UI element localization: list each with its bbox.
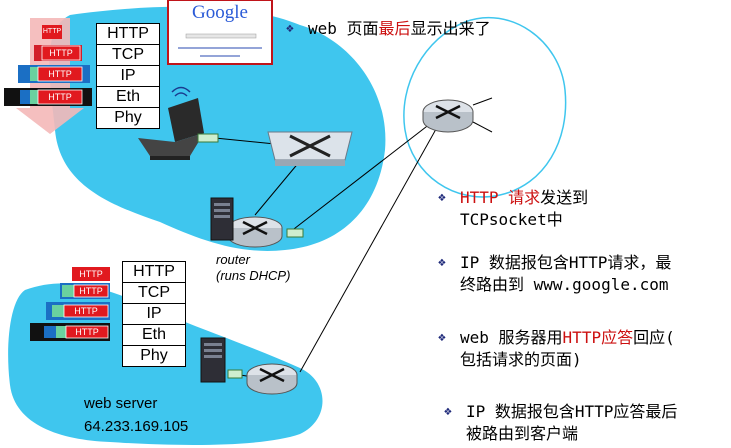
switch-icon <box>267 131 353 166</box>
bullet-ip-reply: ❖ IP 数据报包含HTTP应答最后 被路由到客户端 <box>444 402 678 443</box>
packet-tag: HTTP <box>74 306 98 316</box>
bullet-icon: ❖ <box>286 21 294 36</box>
stack-layer-phy: Phy <box>122 346 186 367</box>
bullet-ip-request: ❖ IP 数据报包含HTTP请求，最 终路由到 www.google.com <box>438 253 672 294</box>
stack-layer-tcp: TCP <box>96 45 160 66</box>
packet-tag: HTTP <box>79 269 103 279</box>
client-protocol-stack: HTTP TCP IP Eth Phy <box>96 23 160 129</box>
server-router-icon <box>246 363 298 395</box>
packet-tag: HTTP <box>49 48 73 58</box>
router-sublabel: (runs DHCP) <box>216 268 291 283</box>
stack-layer-eth: Eth <box>122 325 186 346</box>
stack-layer-tcp: TCP <box>122 283 186 304</box>
packet-tag: HTTP <box>48 69 72 79</box>
bullet-http-request: ❖ HTTP 请求发送到 TCPsocket中 <box>438 188 589 229</box>
dhcp-server-icon <box>210 197 234 241</box>
bullet-icon: ❖ <box>444 404 452 419</box>
router-label: router <box>216 252 250 267</box>
bullet-page-displayed: ❖ web 页面最后显示出来了 <box>286 19 491 38</box>
laptop-icon <box>138 86 219 160</box>
stack-layer-http: HTTP <box>122 261 186 283</box>
stack-layer-phy: Phy <box>96 108 160 129</box>
internet-router-icon <box>422 97 493 133</box>
web-server-icon <box>200 337 243 383</box>
google-logo: Google <box>192 2 248 23</box>
bullet-icon: ❖ <box>438 255 446 270</box>
packet-tag: HTTP <box>79 286 103 296</box>
bullet-http-reply: ❖ web 服务器用HTTP应答回应( 包括请求的页面) <box>438 328 675 369</box>
internet-cloud <box>403 16 567 198</box>
web-server-label: web server <box>84 395 158 412</box>
dhcp-router-icon <box>227 216 304 248</box>
bullet-icon: ❖ <box>438 330 446 345</box>
packet-tag: HTTP <box>48 92 72 102</box>
server-protocol-stack: HTTP TCP IP Eth Phy <box>122 261 186 367</box>
stack-layer-eth: Eth <box>96 87 160 108</box>
google-page-thumbnail <box>167 0 273 65</box>
packet-tag: HTTP <box>75 327 99 337</box>
server-packet-stack <box>30 267 110 341</box>
client-packet-stack <box>4 25 92 106</box>
bullet-icon: ❖ <box>438 190 446 205</box>
web-server-ip: 64.233.169.105 <box>84 418 189 435</box>
stack-layer-ip: IP <box>122 304 186 325</box>
stack-layer-ip: IP <box>96 66 160 87</box>
packet-tag: HTTP <box>42 28 62 35</box>
stack-layer-http: HTTP <box>96 23 160 45</box>
